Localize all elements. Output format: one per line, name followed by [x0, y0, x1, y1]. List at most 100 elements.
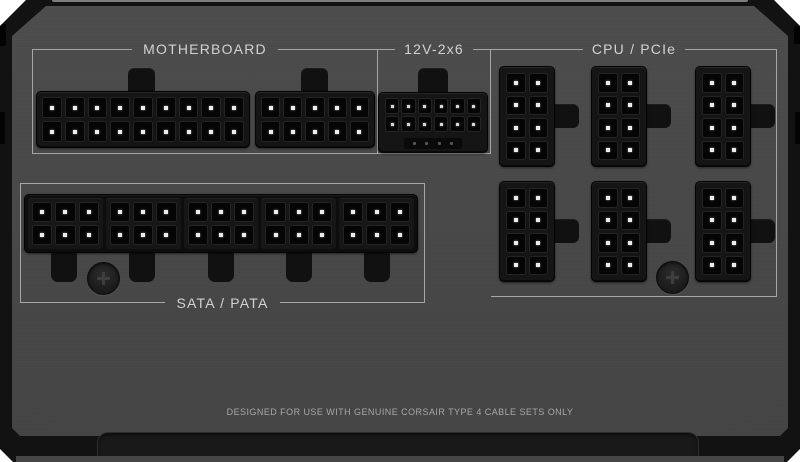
pin-socket — [506, 188, 526, 208]
bottom-edge-lip — [16, 456, 784, 462]
pin-socket — [528, 95, 548, 115]
pin-socket — [133, 202, 154, 222]
pin-socket — [133, 225, 154, 245]
pin-socket — [283, 121, 303, 142]
box-border — [32, 49, 132, 50]
pin-socket — [42, 121, 62, 142]
section-label-cpu-pcie: CPU / PCIe — [591, 41, 677, 57]
box-border — [490, 49, 491, 154]
connector-sata-pata-6pin — [183, 198, 259, 249]
pin-socket — [528, 233, 548, 253]
pin-socket — [311, 202, 333, 222]
pin-socket — [466, 116, 481, 132]
pin-socket — [234, 202, 255, 222]
pin-socket — [506, 118, 526, 138]
pin-socket — [598, 73, 618, 93]
pin-socket — [598, 255, 618, 275]
pin-socket — [506, 73, 526, 93]
pin-socket — [155, 121, 176, 142]
connector-sata-pata-6pin — [261, 198, 337, 249]
box-border — [491, 49, 583, 50]
clip-tab — [286, 252, 312, 282]
pin-socket — [283, 97, 303, 118]
pin-socket — [620, 73, 640, 93]
pin-socket — [55, 225, 76, 245]
connector-atx-18pin — [36, 91, 250, 148]
pin-socket — [265, 225, 286, 245]
pin-socket — [724, 118, 744, 138]
top-edge-highlight — [52, 0, 748, 2]
pin-socket — [417, 98, 432, 114]
pin-socket — [724, 255, 744, 275]
pin-socket — [32, 225, 53, 245]
clip-tab — [750, 219, 775, 243]
pin-socket — [385, 116, 400, 132]
pin-socket — [702, 118, 722, 138]
pin-socket — [506, 233, 526, 253]
right-vent-notch — [794, 26, 800, 44]
pin-socket — [201, 121, 222, 142]
pin-socket — [78, 225, 99, 245]
clip-tab — [646, 219, 671, 243]
connector-cpu-pcie-8pin — [695, 66, 751, 167]
pin-socket — [506, 210, 526, 230]
pin-socket — [32, 202, 53, 222]
clip-tab — [364, 252, 390, 282]
bottom-note: DESIGNED FOR USE WITH GENUINE CORSAIR TY… — [226, 407, 574, 417]
pin-socket — [234, 225, 255, 245]
pin-socket — [724, 210, 744, 230]
section-label-12v-2x6: 12V-2x6 — [404, 41, 464, 57]
phillips-screw-icon — [87, 262, 120, 295]
pin-socket — [305, 121, 325, 142]
pin-socket — [210, 225, 232, 245]
box-border — [278, 49, 378, 50]
pin-socket — [598, 188, 618, 208]
connector-cpu-pcie-8pin — [499, 66, 555, 167]
pin-socket — [401, 98, 416, 114]
pin-socket — [702, 73, 722, 93]
pin-socket — [450, 98, 465, 114]
pin-socket — [133, 121, 153, 142]
pin-socket — [156, 202, 177, 222]
pin-socket — [55, 202, 76, 222]
pin-socket — [528, 210, 548, 230]
pin-socket — [389, 225, 410, 245]
pin-socket — [261, 121, 281, 142]
clip-tab — [750, 104, 775, 128]
pin-socket — [528, 73, 548, 93]
section-box-motherboard: MOTHERBOARD — [32, 41, 378, 154]
pin-socket — [598, 140, 618, 160]
box-border — [473, 49, 491, 50]
pin-socket — [620, 210, 640, 230]
pin-socket — [598, 210, 618, 230]
connector-12v-2x6 — [378, 92, 488, 153]
pin-socket — [187, 225, 208, 245]
pin-socket — [349, 97, 369, 118]
clip-tab — [418, 68, 448, 96]
clip-tab — [51, 252, 77, 282]
pin-socket — [724, 140, 744, 160]
pin-socket — [178, 97, 199, 118]
pin-socket — [109, 202, 131, 222]
pin-socket — [702, 255, 722, 275]
pin-socket — [265, 202, 286, 222]
pin-socket — [528, 188, 548, 208]
box-border — [32, 49, 33, 154]
pin-socket — [620, 118, 640, 138]
pin-socket — [724, 95, 744, 115]
right-vent-notch — [795, 112, 800, 144]
pin-socket — [506, 140, 526, 160]
pin-socket — [224, 121, 244, 142]
pin-socket — [450, 116, 465, 132]
pin-socket — [702, 140, 722, 160]
pin-socket — [620, 255, 640, 275]
pin-socket — [110, 121, 131, 142]
pin-socket — [311, 225, 333, 245]
pin-socket — [702, 210, 722, 230]
pin-socket — [598, 118, 618, 138]
connector-cpu-pcie-8pin — [591, 66, 647, 167]
pin-socket — [433, 98, 449, 114]
pin-socket — [156, 225, 177, 245]
pin-socket — [87, 121, 108, 142]
pin-socket — [506, 255, 526, 275]
